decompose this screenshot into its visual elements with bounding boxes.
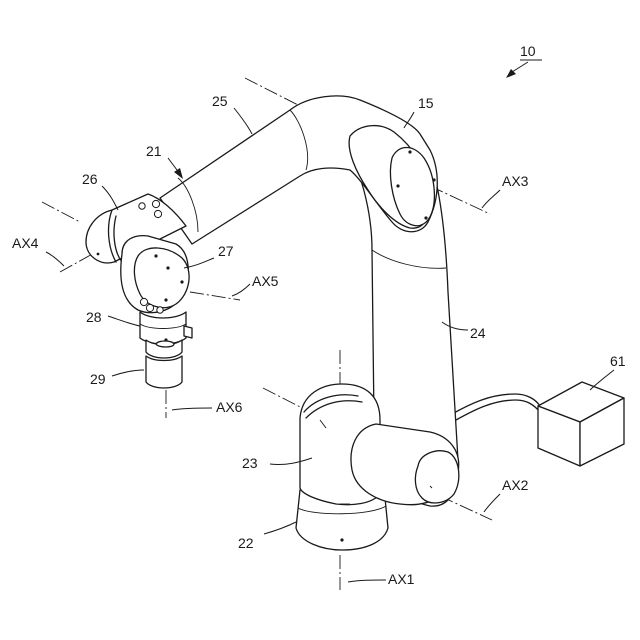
label-axis-ax4: AX4 [12, 235, 39, 251]
wrist [86, 194, 192, 388]
label-upper-arm-25: 25 [212, 93, 228, 109]
leader-25 [234, 108, 252, 134]
label-axis-ax3: AX3 [502, 173, 529, 189]
arrowhead-21 [174, 168, 183, 179]
label-arm-21: 21 [146, 143, 162, 159]
controller-box [452, 382, 624, 466]
label-robot-10: 10 [520, 43, 536, 59]
leader-ax2 [484, 494, 500, 512]
label-axis-ax5: AX5 [252, 273, 279, 289]
label-turret-23: 23 [242, 455, 258, 471]
label-joint-28: 28 [86, 309, 102, 325]
label-joint-26: 26 [82, 171, 98, 187]
label-axis-ax1: AX1 [388, 571, 415, 587]
axis-line-ax3 [245, 78, 300, 106]
label-axis-ax6: AX6 [216, 399, 243, 415]
label-base-22: 22 [238, 535, 254, 551]
leader-ax5 [232, 284, 250, 296]
leader-10 [512, 62, 528, 72]
leader-ax4 [46, 252, 64, 266]
leader-ax3 [482, 190, 500, 208]
leader-22 [264, 522, 296, 534]
upper-arm [160, 96, 437, 244]
label-arm-tip-15: 15 [418, 95, 434, 111]
leader-29 [112, 370, 144, 376]
axis-line-ax4 [42, 202, 80, 222]
label-controller-61: 61 [610, 353, 626, 369]
leader-26 [102, 186, 118, 210]
leader-ax1 [348, 580, 386, 582]
leader-ax6 [172, 408, 212, 410]
label-joint-27: 27 [218, 243, 234, 259]
label-lower-arm-24: 24 [470, 325, 486, 341]
label-flange-29: 29 [90, 371, 106, 387]
label-axis-ax2: AX2 [502, 477, 529, 493]
leader-28 [108, 316, 140, 326]
leader-61 [590, 370, 614, 390]
